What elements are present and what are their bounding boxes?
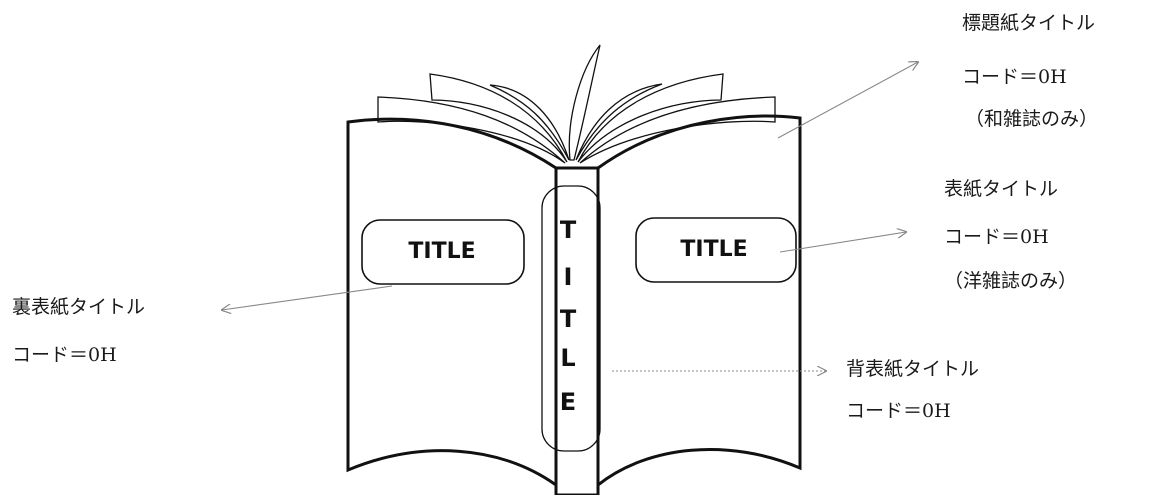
spine-letter: I [564,263,573,291]
title-page-note: （和雑誌のみ） [965,110,1098,129]
front-cover-outline [598,116,800,485]
spine-label: 背表紙タイトル [846,360,979,379]
spine-letter: T [560,216,577,244]
spine-letter: E [560,388,576,416]
front-cover-title-text: TITLE [680,237,747,262]
back-cover-title-text: TITLE [408,239,475,264]
back-cover-label: 裏表紙タイトル [12,298,145,317]
spine-code: コード＝0H [846,402,951,421]
title-page-code: コード＝0H [962,68,1067,87]
title-page-arrow [778,62,918,138]
spine-letter: T [560,305,577,333]
back-cover-arrow [222,286,392,310]
title-page-label: 標題紙タイトル [962,14,1095,33]
back-cover-outline [348,119,556,485]
top-pages [378,45,775,163]
front-cover-code: コード＝0H [944,228,1049,247]
front-cover-note: （洋雑誌のみ） [944,272,1077,291]
back-cover-code: コード＝0H [12,346,117,365]
spine-letter: L [560,344,575,372]
front-cover-label: 表紙タイトル [944,180,1058,199]
